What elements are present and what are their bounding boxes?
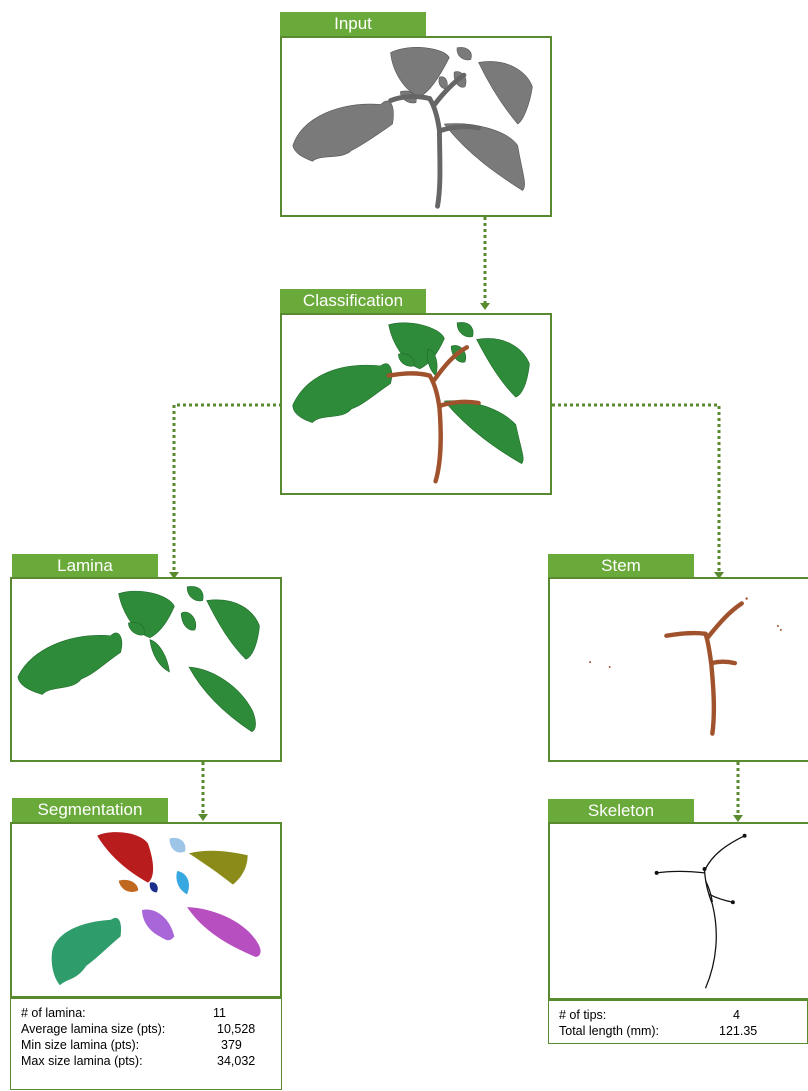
stat-value: 10,528 bbox=[217, 1021, 255, 1037]
stat-label: Max size lamina (pts): bbox=[21, 1053, 143, 1069]
stat-value: 121.35 bbox=[719, 1023, 757, 1039]
segmentation-tab: Segmentation bbox=[12, 798, 168, 822]
stat-row-min-size: Min size lamina (pts): 379 bbox=[21, 1037, 281, 1053]
stat-value: 379 bbox=[221, 1037, 242, 1053]
stat-row-total-length: Total length (mm): 121.35 bbox=[559, 1023, 807, 1039]
classification-tab: Classification bbox=[280, 289, 426, 313]
stat-row-tips: # of tips: 4 bbox=[559, 1007, 807, 1023]
skeleton-stats-box: # of tips: 4 Total length (mm): 121.35 bbox=[548, 1000, 808, 1044]
stat-value: 34,032 bbox=[217, 1053, 255, 1069]
stat-row-average-size: Average lamina size (pts): 10,528 bbox=[21, 1021, 281, 1037]
arrowhead-segmentation bbox=[198, 814, 208, 821]
input-panel bbox=[280, 36, 552, 217]
connector-classification-lamina bbox=[174, 405, 282, 572]
segmentation-panel bbox=[10, 822, 282, 998]
lamina-point-cloud bbox=[12, 579, 280, 760]
stat-value: 11 bbox=[213, 1005, 226, 1021]
segmentation-point-cloud bbox=[12, 824, 280, 996]
stat-row-lamina-count: # of lamina: 11 bbox=[21, 1005, 281, 1021]
skeleton-graph bbox=[550, 824, 808, 998]
stat-label: Min size lamina (pts): bbox=[21, 1037, 139, 1053]
stat-label: Total length (mm): bbox=[559, 1023, 659, 1039]
stat-label: # of tips: bbox=[559, 1007, 606, 1023]
input-tab: Input bbox=[280, 12, 426, 36]
stat-row-max-size: Max size lamina (pts): 34,032 bbox=[21, 1053, 281, 1069]
lamina-panel bbox=[10, 577, 282, 762]
segmentation-stats-box: # of lamina: 11 Average lamina size (pts… bbox=[10, 998, 282, 1090]
stem-point-cloud bbox=[550, 579, 808, 760]
stat-value: 4 bbox=[733, 1007, 740, 1023]
stat-label: Average lamina size (pts): bbox=[21, 1021, 165, 1037]
input-point-cloud bbox=[282, 38, 550, 215]
skeleton-tab: Skeleton bbox=[548, 799, 694, 823]
classification-point-cloud bbox=[282, 315, 550, 493]
skeleton-panel bbox=[548, 822, 808, 1000]
stat-label: # of lamina: bbox=[21, 1005, 86, 1021]
stem-panel bbox=[548, 577, 808, 762]
lamina-tab: Lamina bbox=[12, 554, 158, 578]
stem-tab: Stem bbox=[548, 554, 694, 578]
classification-panel bbox=[280, 313, 552, 495]
connector-classification-stem bbox=[552, 405, 719, 572]
arrowhead-skeleton bbox=[733, 815, 743, 822]
arrowhead-classification bbox=[480, 303, 490, 310]
